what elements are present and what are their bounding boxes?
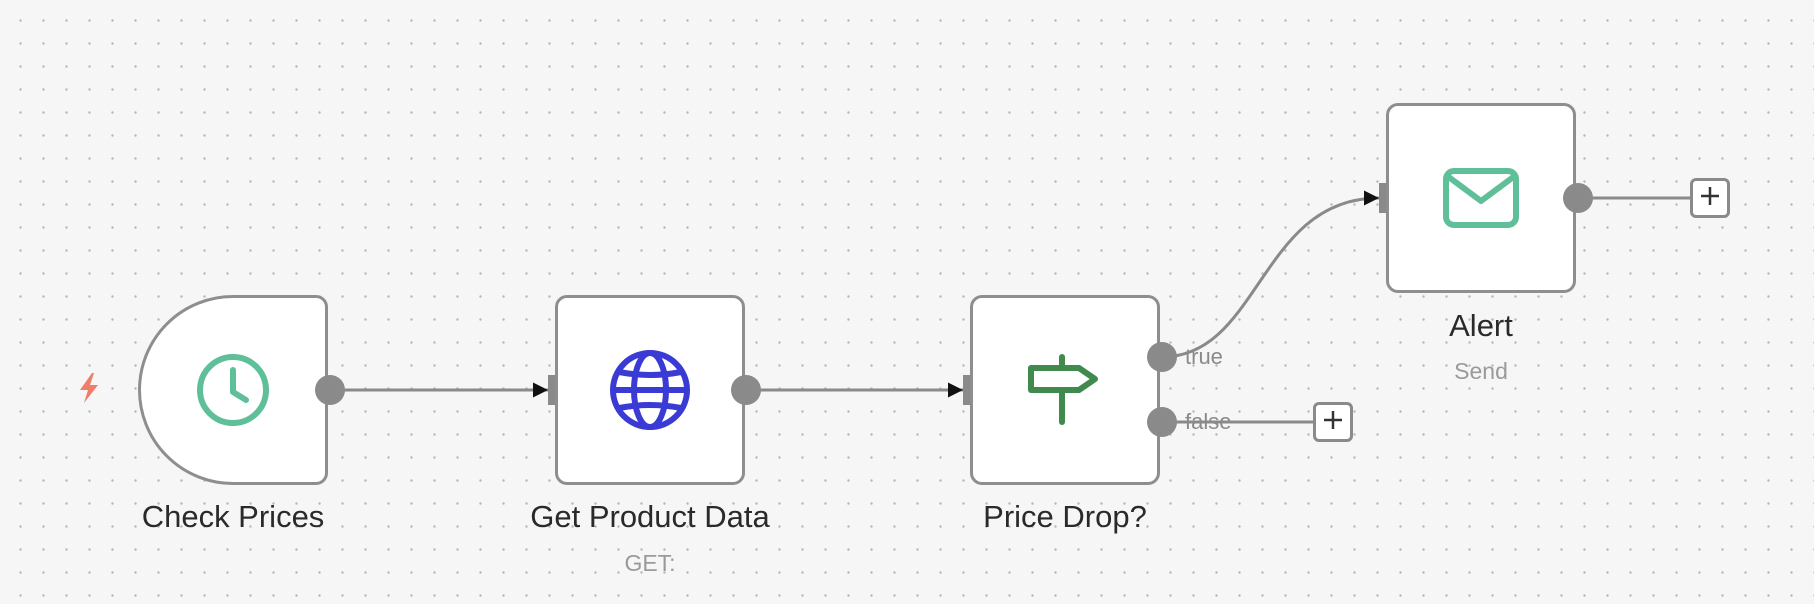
node-title-check-prices: Check Prices xyxy=(141,499,325,534)
add-node-button-false-branch[interactable] xyxy=(1313,402,1353,442)
node-title-price-drop: Price Drop? xyxy=(983,499,1147,534)
globe-icon xyxy=(608,348,692,432)
node-title-get-product-data: Get Product Data xyxy=(530,499,770,534)
branch-label-false: false xyxy=(1185,409,1232,434)
envelope-icon xyxy=(1442,167,1520,229)
output-handle-true[interactable] xyxy=(1147,342,1177,372)
add-node-button-alert[interactable] xyxy=(1690,178,1730,218)
node-get-product-data[interactable] xyxy=(555,295,745,485)
output-handle[interactable] xyxy=(731,375,761,405)
connection-price-drop-true-to-alert[interactable] xyxy=(1161,190,1380,359)
node-price-drop[interactable] xyxy=(970,295,1160,485)
branch-label-true: true xyxy=(1185,344,1223,369)
node-title-alert: Alert xyxy=(1449,308,1513,343)
node-subtitle-alert: Send xyxy=(1454,358,1508,384)
node-alert[interactable] xyxy=(1386,103,1576,293)
output-handle-false[interactable] xyxy=(1147,407,1177,437)
plus-icon xyxy=(1699,185,1721,212)
plus-icon xyxy=(1322,409,1344,436)
output-handle[interactable] xyxy=(1563,183,1593,213)
node-check-prices[interactable] xyxy=(138,295,328,485)
lightning-bolt-icon xyxy=(75,371,103,410)
signpost-icon xyxy=(1027,354,1103,426)
clock-icon xyxy=(195,352,271,428)
output-handle[interactable] xyxy=(315,375,345,405)
node-subtitle-get-product-data: GET: xyxy=(624,550,676,576)
